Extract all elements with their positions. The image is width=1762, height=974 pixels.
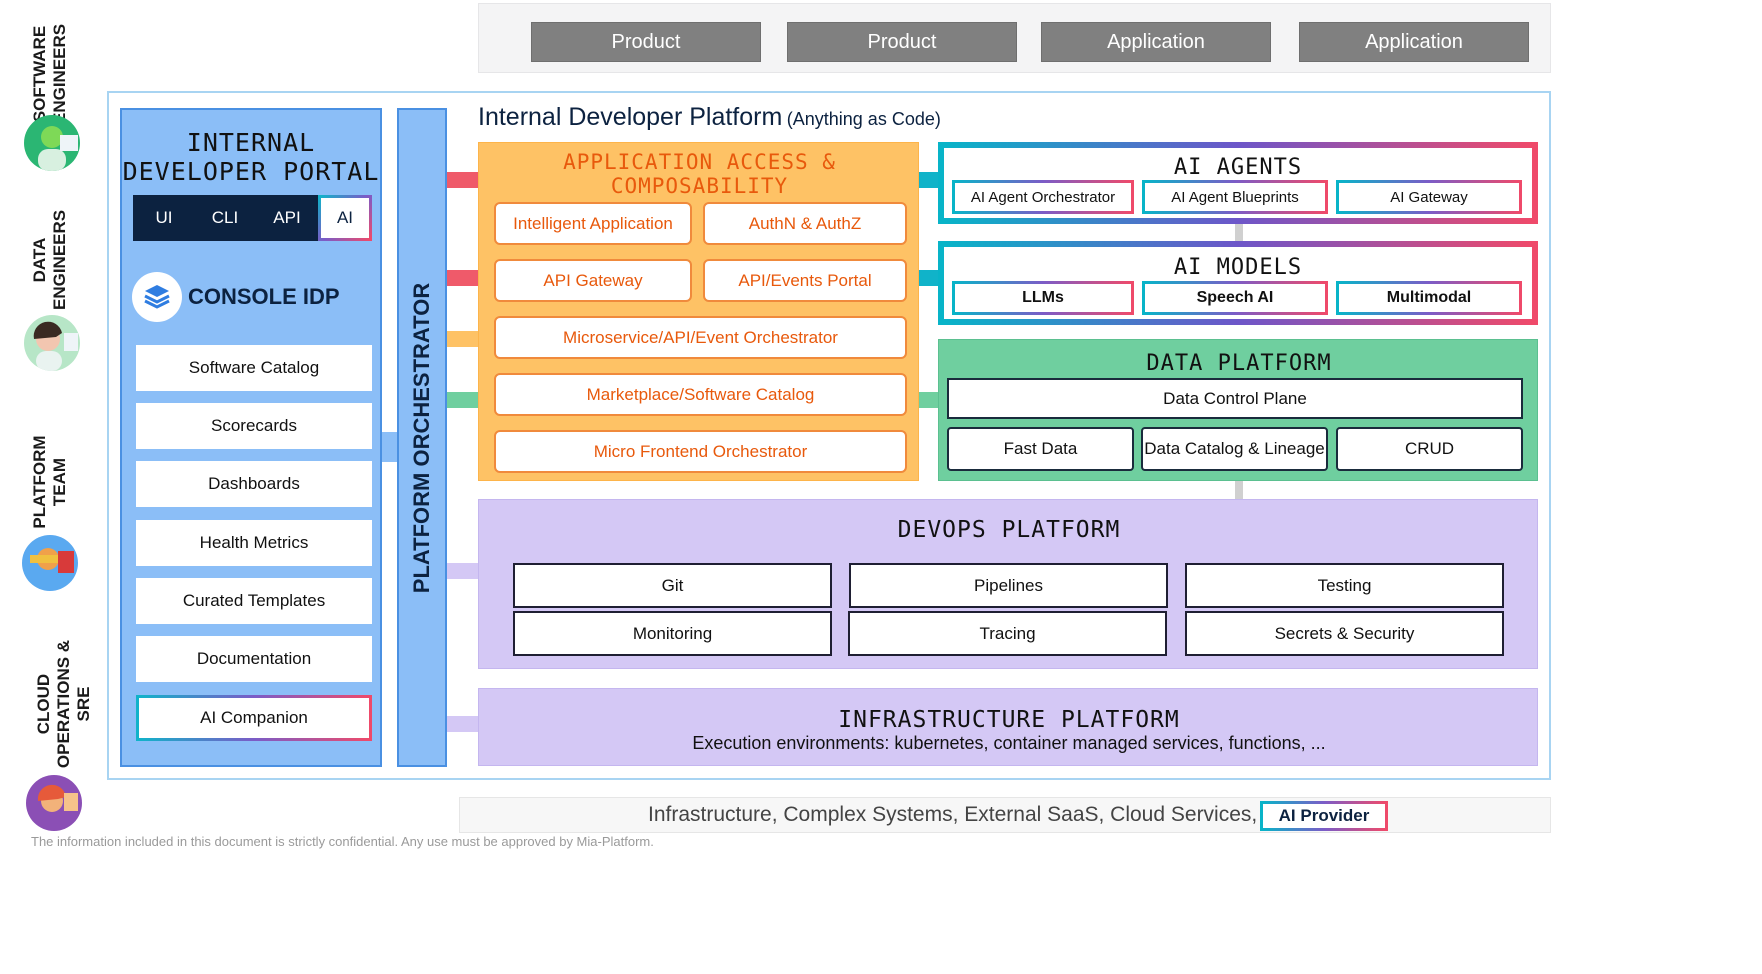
top-app-application-2[interactable]: Application: [1299, 22, 1529, 62]
connector-red-1: [447, 172, 478, 188]
ai-gateway[interactable]: AI Gateway: [1336, 180, 1522, 214]
person-icon: [37, 784, 78, 812]
chip-ai[interactable]: AI: [318, 195, 372, 241]
connector-teal-2: [919, 270, 939, 286]
idp-title-main: Internal Developer Platform: [478, 103, 783, 131]
ai-agent-orchestrator[interactable]: AI Agent Orchestrator: [952, 180, 1134, 214]
devops-item-testing[interactable]: Testing: [1185, 563, 1504, 608]
cloud-ops-avatar: [26, 775, 82, 831]
app-item-marketplace-catalog[interactable]: Marketplace/Software Catalog: [494, 373, 907, 416]
connector-green-2: [919, 392, 939, 408]
app-item-api-gateway[interactable]: API Gateway: [494, 259, 692, 302]
connector-purple-2: [447, 716, 478, 732]
ai-model-multimodal[interactable]: Multimodal: [1336, 281, 1522, 315]
app-item-microservice-orchestrator[interactable]: Microservice/API/Event Orchestrator: [494, 316, 907, 359]
confidentiality-footer: The information included in this documen…: [31, 834, 654, 849]
portal-orchestrator-link: [382, 432, 398, 462]
role-label-cloud-ops: CLOUD OPERATIONS & SRE: [34, 604, 93, 804]
platform-team-avatar: [22, 535, 78, 591]
role-text: PLATFORM TEAM: [30, 435, 69, 529]
idp-title-subtitle: (Anything as Code): [786, 109, 941, 129]
data-control-plane[interactable]: Data Control Plane: [947, 378, 1523, 419]
app-access-title: APPLICATION ACCESS & COMPOSABILITY: [563, 150, 836, 198]
portal-title-line1: INTERNAL: [186, 128, 316, 157]
app-item-micro-frontend-orchestrator[interactable]: Micro Frontend Orchestrator: [494, 430, 907, 473]
person-icon: [38, 126, 78, 171]
infrastructure-platform-panel: INFRASTRUCTURE PLATFORM Execution enviro…: [478, 688, 1538, 766]
ai-models-panel: AI MODELS LLMs Speech AI Multimodal: [938, 241, 1538, 325]
ai-provider-badge[interactable]: AI Provider: [1260, 801, 1388, 831]
orchestrator-label-text: PLATFORM ORCHESTRATOR: [409, 282, 434, 593]
data-platform-panel: DATA PLATFORM Data Control Plane Fast Da…: [938, 339, 1538, 481]
console-idp-label: CONSOLE IDP: [188, 284, 340, 309]
person-icon: [30, 548, 74, 573]
role-text: DATA ENGINEERS: [30, 209, 69, 310]
devops-item-secrets-security[interactable]: Secrets & Security: [1185, 611, 1504, 656]
ai-model-speech[interactable]: Speech AI: [1142, 281, 1328, 315]
external-services-bar: Infrastructure, Complex Systems, Externa…: [459, 797, 1551, 833]
infra-subtitle: Execution environments: kubernetes, cont…: [692, 732, 1326, 753]
infra-title: INFRASTRUCTURE PLATFORM: [838, 707, 1180, 733]
external-services-text: Infrastructure, Complex Systems, Externa…: [648, 803, 1258, 826]
portal-item-documentation[interactable]: Documentation: [136, 636, 372, 682]
ai-models-title: AI MODELS: [1173, 254, 1303, 280]
connector-teal-1: [919, 172, 939, 188]
portal-title-line2: DEVELOPER PORTAL: [122, 157, 380, 186]
ai-model-llms[interactable]: LLMs: [952, 281, 1134, 315]
ai-agents-title: AI AGENTS: [1173, 154, 1303, 180]
devops-item-git[interactable]: Git: [513, 563, 832, 608]
portal-item-software-catalog[interactable]: Software Catalog: [136, 345, 372, 391]
chip-api[interactable]: API: [256, 195, 318, 241]
layers-icon: [132, 272, 182, 322]
devops-item-tracing[interactable]: Tracing: [848, 611, 1167, 656]
ai-agents-panel: AI AGENTS AI Agent Orchestrator AI Agent…: [938, 142, 1538, 224]
devops-item-pipelines[interactable]: Pipelines: [849, 563, 1168, 608]
devops-title: DEVOPS PLATFORM: [897, 517, 1121, 543]
ai-agent-blueprints[interactable]: AI Agent Blueprints: [1142, 180, 1328, 214]
data-engineer-avatar: [24, 315, 80, 371]
connector-purple-1: [447, 563, 478, 579]
application-access-panel: APPLICATION ACCESS & COMPOSABILITY Intel…: [478, 142, 919, 481]
ai-link-2: [1235, 481, 1243, 499]
data-item-catalog-lineage[interactable]: Data Catalog & Lineage: [1141, 427, 1328, 471]
orchestrator-label: PLATFORM ORCHESTRATOR: [409, 282, 435, 592]
person-icon: [33, 321, 78, 371]
devops-platform-panel: DEVOPS PLATFORM Git Pipelines Testing Mo…: [478, 499, 1538, 669]
connector-green: [447, 392, 478, 408]
top-app-product-2[interactable]: Product: [787, 22, 1017, 62]
devops-item-monitoring[interactable]: Monitoring: [513, 611, 832, 656]
ai-link-1: [1235, 222, 1243, 242]
connector-orange: [447, 331, 478, 347]
top-app-product-1[interactable]: Product: [531, 22, 761, 62]
role-label-platform-team: PLATFORM TEAM: [30, 417, 74, 547]
portal-item-curated-templates[interactable]: Curated Templates: [136, 578, 372, 624]
developer-portal-panel: INTERNAL DEVELOPER PORTAL UI CLI API AI …: [120, 108, 382, 767]
portal-item-health-metrics[interactable]: Health Metrics: [136, 520, 372, 566]
role-text: SOFTWARE ENGINEERS: [30, 23, 69, 124]
data-item-fast-data[interactable]: Fast Data: [947, 427, 1134, 471]
portal-item-ai-companion[interactable]: AI Companion: [136, 695, 372, 741]
data-item-crud[interactable]: CRUD: [1336, 427, 1523, 471]
connector-red-2: [447, 270, 478, 286]
portal-item-dashboards[interactable]: Dashboards: [136, 461, 372, 507]
platform-orchestrator: PLATFORM ORCHESTRATOR: [397, 108, 447, 767]
app-item-authn-authz[interactable]: AuthN & AuthZ: [703, 202, 907, 245]
idp-title: Internal Developer Platform (Anything as…: [478, 103, 941, 135]
data-platform-title: DATA PLATFORM: [1146, 350, 1332, 376]
role-text: CLOUD OPERATIONS & SRE: [34, 639, 93, 769]
role-label-data-engineers: DATA ENGINEERS: [30, 195, 74, 325]
portal-item-scorecards[interactable]: Scorecards: [136, 403, 372, 449]
chip-ui[interactable]: UI: [133, 195, 195, 241]
chip-cli[interactable]: CLI: [194, 195, 256, 241]
top-app-application-1[interactable]: Application: [1041, 22, 1271, 62]
software-engineer-avatar: [24, 115, 80, 171]
console-idp-brand: CONSOLE IDP: [132, 272, 340, 322]
portal-title: INTERNAL DEVELOPER PORTAL: [122, 128, 380, 186]
top-applications-bar: Product Product Application Application: [478, 3, 1551, 73]
app-item-intelligent-application[interactable]: Intelligent Application: [494, 202, 692, 245]
app-item-api-events-portal[interactable]: API/Events Portal: [703, 259, 907, 302]
